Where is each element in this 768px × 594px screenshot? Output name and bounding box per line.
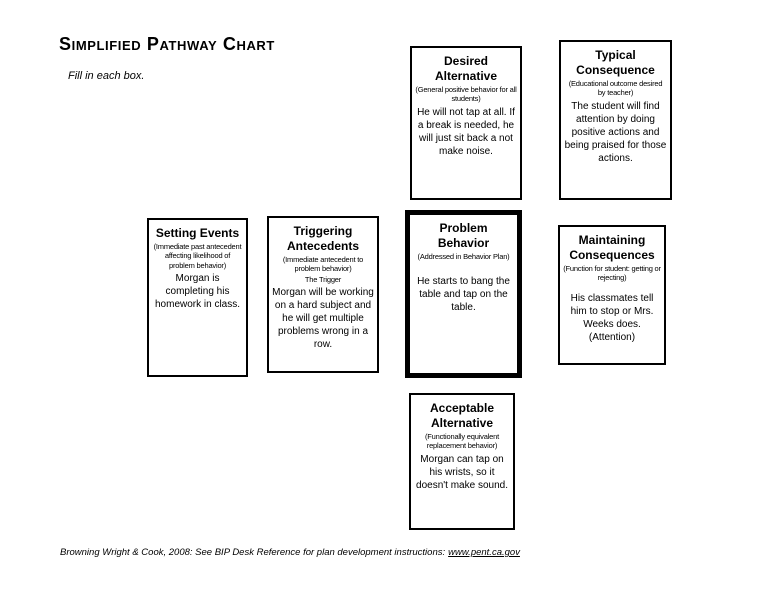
acceptable-alternative-box: Acceptable Alternative (Functionally equ… xyxy=(409,393,515,530)
problem-behavior-subtitle: (Addressed in Behavior Plan) xyxy=(417,252,510,261)
typical-consequence-subtitle: (Educational outcome desired by teacher) xyxy=(568,79,663,98)
problem-behavior-title: Problem Behavior xyxy=(437,221,490,250)
desired-alternative-subtitle: (General positive behavior for all stude… xyxy=(415,85,517,104)
footer-link[interactable]: www.pent.ca.gov xyxy=(448,547,520,558)
maintaining-consequences-box: Maintaining Consequences (Function for s… xyxy=(558,225,666,365)
typical-consequence-title: Typical Consequence xyxy=(576,48,655,77)
desired-alternative-body: He will not tap at all. If a break is ne… xyxy=(417,106,515,157)
problem-behavior-box: Problem Behavior (Addressed in Behavior … xyxy=(405,210,522,378)
setting-events-box: Setting Events (Immediate past anteceden… xyxy=(147,218,248,377)
triggering-antecedents-trigger-label: The Trigger xyxy=(304,274,342,284)
page-title: Simplified Pathway Chart xyxy=(59,34,275,54)
setting-events-body: Morgan is completing his homework in cla… xyxy=(154,273,241,311)
problem-behavior-body: He starts to bang the table and tap on t… xyxy=(417,276,510,314)
maintaining-consequences-title: Maintaining Consequences xyxy=(569,233,655,262)
acceptable-alternative-title: Acceptable Alternative xyxy=(429,401,495,430)
maintaining-consequences-subtitle: (Function for student: getting or reject… xyxy=(563,264,661,283)
typical-consequence-body: The student will find attention by doing… xyxy=(564,100,667,164)
triggering-antecedents-subtitle: (Immediate antecedent to problem behavio… xyxy=(282,255,364,274)
desired-alternative-box: Desired Alternative (General positive be… xyxy=(410,46,522,200)
acceptable-alternative-subtitle: (Functionally equivalent replacement beh… xyxy=(425,432,499,451)
footer-citation: Browning Wright & Cook, 2008: See BIP De… xyxy=(60,547,520,558)
triggering-antecedents-body: Morgan will be working on a hard subject… xyxy=(272,287,374,351)
page-instruction: Fill in each box. xyxy=(68,70,145,82)
setting-events-subtitle: (Immediate past antecedent affecting lik… xyxy=(153,242,242,270)
maintaining-consequences-body: His classmates tell him to stop or Mrs. … xyxy=(570,292,654,343)
triggering-antecedents-title: Triggering Antecedents xyxy=(286,224,360,253)
typical-consequence-box: Typical Consequence (Educational outcome… xyxy=(559,40,672,200)
footer-text: Browning Wright & Cook, 2008: See BIP De… xyxy=(60,547,446,558)
setting-events-title: Setting Events xyxy=(155,226,240,240)
triggering-antecedents-box: Triggering Antecedents (Immediate antece… xyxy=(267,216,379,373)
desired-alternative-title: Desired Alternative xyxy=(434,54,498,83)
acceptable-alternative-body: Morgan can tap on his wrists, so it does… xyxy=(416,453,508,491)
